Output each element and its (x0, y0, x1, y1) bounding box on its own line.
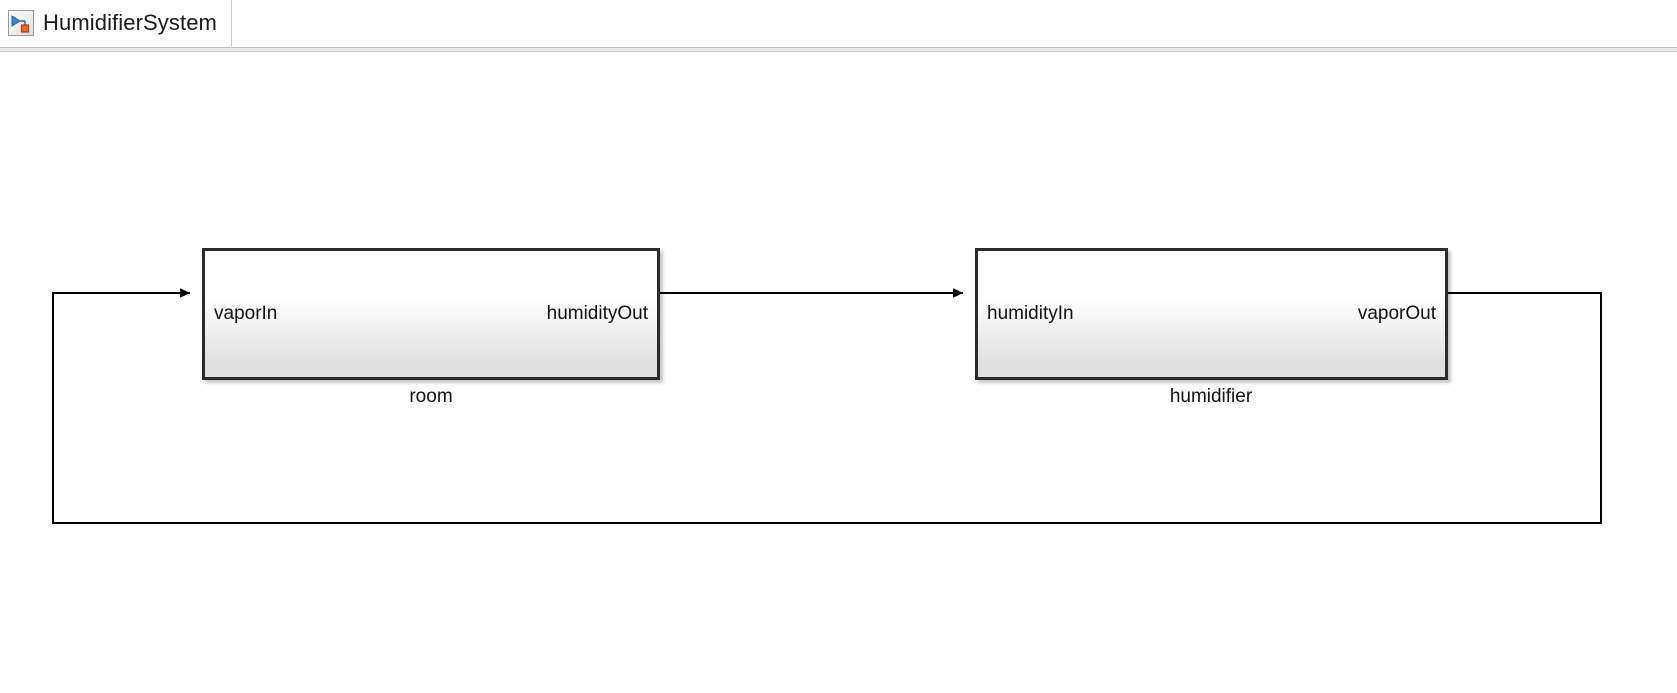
titlebar-divider-fill (0, 48, 1677, 51)
window-title-bar: HumidifierSystem (0, 0, 1677, 47)
titlebar-divider-top (0, 47, 1677, 48)
simulink-model-icon (8, 10, 34, 36)
block-caption-room: room (409, 386, 453, 407)
model-tab-label: HumidifierSystem (43, 10, 217, 35)
block-humidifier[interactable]: humidityIn vaporOut (975, 248, 1448, 380)
block-room[interactable]: vaporIn humidityOut (202, 248, 660, 380)
model-canvas[interactable]: vaporIn humidityOut room humidityIn vapo… (0, 52, 1677, 693)
titlebar-divider-bottom (0, 51, 1677, 52)
port-label-humidityOut: humidityOut (546, 303, 648, 324)
port-label-humidityIn: humidityIn (987, 303, 1074, 324)
model-tab[interactable]: HumidifierSystem (0, 0, 232, 47)
port-label-vaporIn: vaporIn (214, 303, 278, 324)
signal-lines-layer (52, 288, 1602, 524)
port-label-vaporOut: vaporOut (1357, 303, 1436, 324)
signal-humidifier-feedback[interactable] (52, 288, 1602, 524)
block-caption-humidifier: humidifier (1169, 386, 1253, 407)
